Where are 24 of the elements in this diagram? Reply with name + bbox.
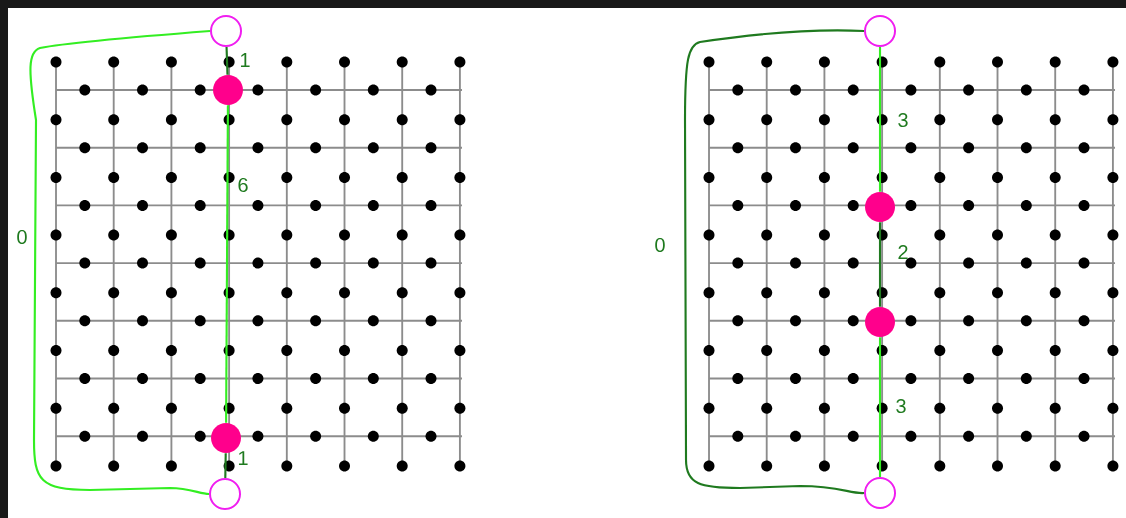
edge-label: 3: [896, 398, 906, 414]
edge-label: 2: [898, 245, 908, 259]
connector-line: [225, 46, 229, 75]
connector-line: [683, 29, 865, 495]
edge-label: 6: [238, 177, 248, 193]
edge-label: 0: [655, 237, 665, 253]
open-circle: [864, 477, 896, 509]
connector-line: [224, 453, 227, 479]
edge-label: 1: [238, 451, 248, 465]
connector-line: [878, 337, 882, 477]
connector-line: [878, 47, 882, 192]
filled-dot: [211, 423, 241, 453]
connector-line: [225, 105, 229, 423]
filled-dot: [865, 192, 895, 222]
edge-label: 1: [240, 53, 250, 67]
open-circle: [864, 15, 896, 47]
open-circle: [209, 478, 241, 510]
edge-label: 0: [17, 229, 27, 245]
filled-dot: [213, 75, 243, 105]
filled-dot: [865, 307, 895, 337]
edge-label: 3: [898, 112, 908, 128]
connector-line: [29, 29, 211, 496]
connector-line: [878, 222, 882, 307]
open-circle: [210, 15, 242, 47]
